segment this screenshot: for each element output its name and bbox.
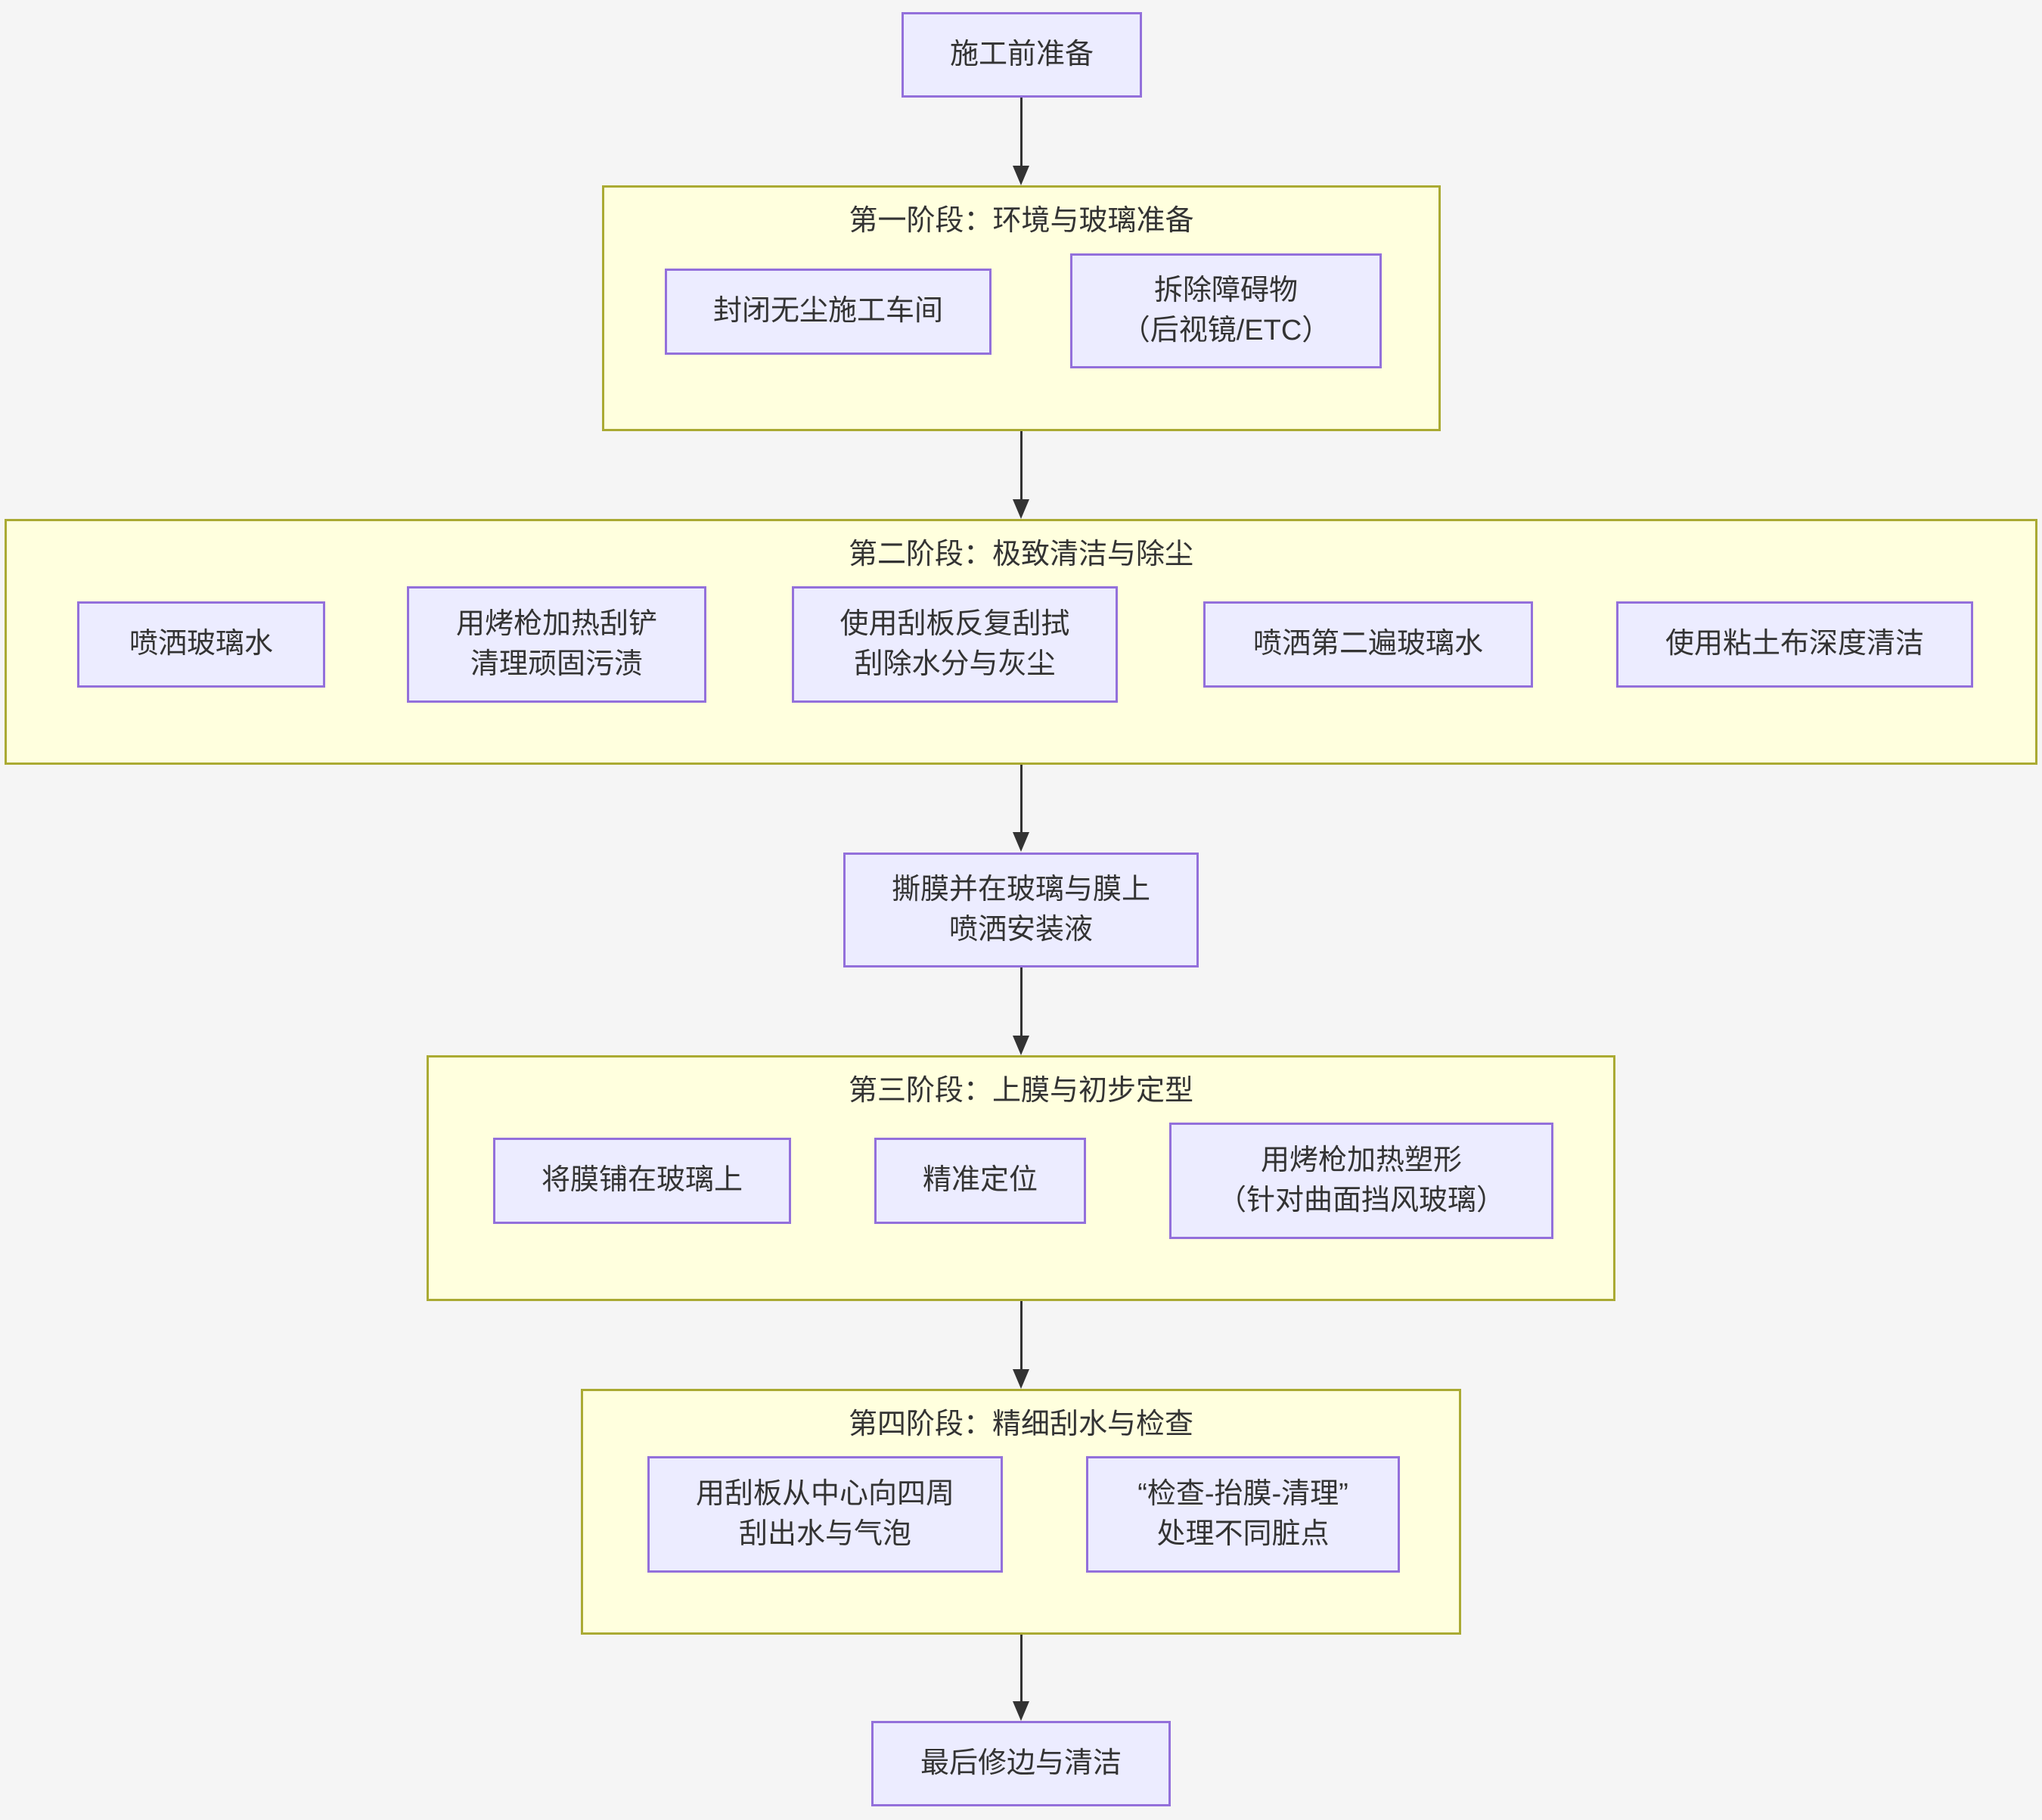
- flow-node-label-line1: “检查-抬膜-清理”: [1137, 1477, 1348, 1510]
- flow-node-label: 喷洒玻璃水: [129, 628, 273, 660]
- stage4-title: 第四阶段：精细刮水与检查: [848, 1408, 1193, 1440]
- flow-node-squeegee-remove-water-dust: 使用刮板反复刮拭 刮除水分与灰尘: [792, 586, 1118, 703]
- flow-node-spray-second-pass: 喷洒第二遍玻璃水: [1203, 601, 1533, 688]
- flow-node-label: 使用粘土布深度清洁: [1665, 628, 1924, 660]
- flow-node-lay-film-on-glass: 将膜铺在玻璃上: [493, 1138, 791, 1224]
- flow-node-remove-obstacles: 拆除障碍物 （后视镜/ETC）: [1070, 253, 1382, 368]
- flow-node-label-line2: （针对曲面挡风玻璃）: [1217, 1185, 1505, 1216]
- flow-node-label: 最后修边与清洁: [920, 1747, 1122, 1779]
- flow-node-heat-scraper-clean-stains: 用烤枪加热刮铲 清理顽固污渍: [407, 586, 706, 703]
- arrow-midnode-to-stage3: [1013, 967, 1029, 1055]
- flow-node-heat-gun-shaping: 用烤枪加热塑形 （针对曲面挡风玻璃）: [1169, 1123, 1553, 1239]
- arrowhead-down-icon: [1013, 1036, 1029, 1055]
- flow-node-clay-cloth-deep-clean: 使用粘土布深度清洁: [1616, 601, 1973, 688]
- stage2-container: 第二阶段：极致清洁与除尘 喷洒玻璃水 用烤枪加热刮铲 清理顽固污渍 使用刮板反复…: [5, 519, 2037, 765]
- arrow-stage4-to-end: [1013, 1635, 1029, 1721]
- flow-node-pre-construction: 施工前准备: [902, 12, 1142, 98]
- flow-node-label: 施工前准备: [949, 38, 1094, 70]
- flow-node-label: 封闭无尘施工车间: [712, 295, 943, 328]
- flow-node-label-line2: 刮除水分与灰尘: [854, 648, 1056, 680]
- flow-node-squeegee-center-outward: 用刮板从中心向四周 刮出水与气泡: [647, 1456, 1003, 1573]
- arrow-shaft: [1019, 431, 1023, 501]
- flow-node-label-line1: 撕膜并在玻璃与膜上: [891, 873, 1150, 905]
- flow-node-spray-glass-water: 喷洒玻璃水: [77, 601, 325, 688]
- stage3-title: 第三阶段：上膜与初步定型: [848, 1075, 1193, 1107]
- flow-node-label-line2: （后视镜/ETC）: [1121, 315, 1331, 346]
- arrow-shaft: [1019, 98, 1023, 167]
- stage1-title: 第一阶段：环境与玻璃准备: [849, 205, 1194, 237]
- flow-node-sealed-workshop: 封闭无尘施工车间: [665, 269, 992, 355]
- arrowhead-down-icon: [1013, 166, 1029, 185]
- arrowhead-down-icon: [1013, 832, 1029, 852]
- flow-node-precise-positioning: 精准定位: [874, 1138, 1086, 1224]
- flow-node-final-trim-clean: 最后修边与清洁: [871, 1721, 1171, 1806]
- flow-node-label: 喷洒第二遍玻璃水: [1252, 628, 1483, 660]
- flow-node-label-line1: 使用刮板反复刮拭: [839, 607, 1070, 640]
- stage2-title: 第二阶段：极致清洁与除尘: [848, 539, 1193, 570]
- arrowhead-down-icon: [1013, 499, 1029, 519]
- flow-node-label-line2: 清理顽固污渍: [470, 648, 643, 680]
- flow-node-check-lift-clean: “检查-抬膜-清理” 处理不同脏点: [1086, 1456, 1400, 1573]
- arrow-shaft: [1019, 765, 1023, 834]
- flow-node-label-line1: 用烤枪加热塑形: [1260, 1144, 1462, 1176]
- flow-node-label-line2: 处理不同脏点: [1156, 1518, 1330, 1550]
- arrowhead-down-icon: [1013, 1369, 1029, 1389]
- flow-node-label-line1: 拆除障碍物: [1153, 274, 1298, 306]
- stage4-container: 第四阶段：精细刮水与检查 用刮板从中心向四周 刮出水与气泡 “检查-抬膜-清理”…: [581, 1389, 1461, 1635]
- arrow-shaft: [1019, 1301, 1023, 1371]
- flow-node-label-line2: 喷洒安装液: [948, 914, 1093, 946]
- arrow-stage3-to-stage4: [1013, 1301, 1029, 1389]
- arrow-shaft: [1019, 967, 1023, 1037]
- stage1-container: 第一阶段：环境与玻璃准备 封闭无尘施工车间 拆除障碍物 （后视镜/ETC）: [602, 185, 1441, 431]
- arrow-start-to-stage1: [1013, 98, 1029, 185]
- flow-node-peel-film-spray-solution: 撕膜并在玻璃与膜上 喷洒安装液: [843, 853, 1199, 967]
- flow-node-label: 精准定位: [922, 1164, 1038, 1197]
- arrow-stage1-to-stage2: [1013, 431, 1029, 519]
- arrow-shaft: [1019, 1635, 1023, 1703]
- arrowhead-down-icon: [1013, 1701, 1029, 1721]
- flow-node-label: 将膜铺在玻璃上: [541, 1164, 743, 1197]
- arrow-stage2-to-midnode: [1013, 765, 1029, 852]
- flow-node-label-line1: 用刮板从中心向四周: [695, 1477, 954, 1510]
- stage3-container: 第三阶段：上膜与初步定型 将膜铺在玻璃上 精准定位 用烤枪加热塑形 （针对曲面挡…: [427, 1055, 1615, 1301]
- flow-node-label-line1: 用烤枪加热刮铲: [455, 607, 657, 640]
- flow-node-label-line2: 刮出水与气泡: [738, 1518, 911, 1550]
